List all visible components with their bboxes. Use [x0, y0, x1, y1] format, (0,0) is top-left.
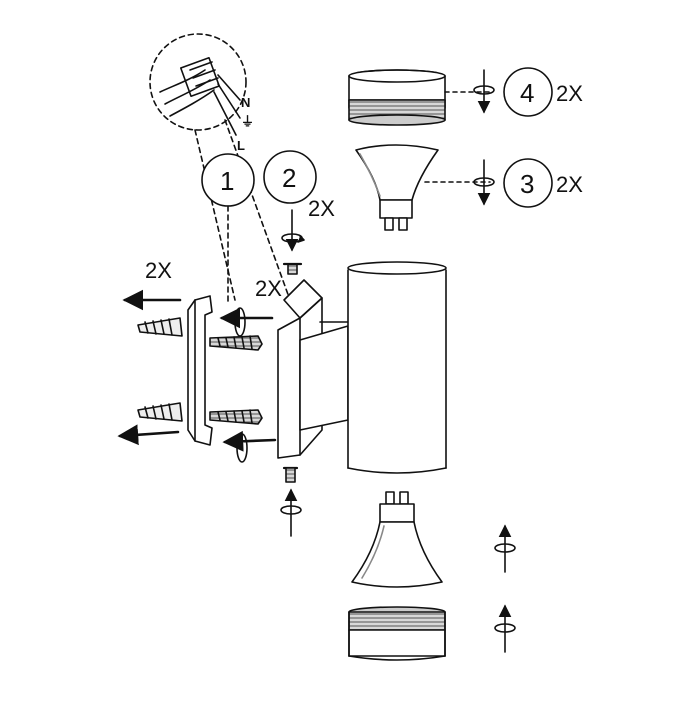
wall-bracket [187, 295, 213, 446]
svg-text:2: 2 [282, 163, 296, 193]
step-4-up-rotate-icon [494, 604, 516, 653]
screw-icon [285, 467, 296, 483]
step-badge-2: 2 [263, 150, 317, 204]
screw-icon [287, 263, 298, 275]
wire-live [213, 91, 237, 136]
lamp-cylinder [347, 261, 447, 474]
wall-plug-top [137, 317, 183, 337]
gu10-bulb-bottom [351, 491, 443, 588]
wall-screw-top [209, 335, 263, 351]
wire [169, 89, 215, 117]
lamp-mount-plate [277, 279, 361, 459]
step-4-multiplier: 2X [556, 81, 583, 106]
wire [164, 79, 211, 105]
step-badge-1: 1 [201, 153, 255, 306]
wiring-detail-circle [149, 33, 247, 131]
wire-neutral [217, 74, 241, 101]
screw-rotate-icons [234, 307, 248, 463]
wall-screw-bottom [209, 409, 263, 425]
live-label: L [237, 138, 245, 153]
step-3-multiplier: 2X [556, 172, 583, 197]
wire [159, 69, 206, 93]
wire-earth [217, 83, 241, 119]
step-3-up-rotate-icon [494, 524, 516, 573]
neutral-label: N [241, 95, 250, 110]
svg-text:1: 1 [220, 166, 234, 196]
step-4-rotate-icon [473, 69, 495, 114]
earth-label: ⏚ [241, 114, 254, 129]
side-screw-multiplier: 2X [255, 276, 282, 301]
terminal-block-icon [179, 56, 221, 98]
bottom-screw [280, 466, 302, 537]
step-badge-3: 3 [503, 158, 553, 208]
gu10-bulb-top [355, 144, 439, 231]
rotate-arrow-icon [280, 505, 302, 515]
svg-text:3: 3 [520, 169, 534, 199]
top-screw [281, 209, 305, 275]
step-3-rotate-icon [473, 159, 495, 206]
lens-ring-bottom [348, 606, 446, 661]
wall-plug-bottom [137, 402, 183, 422]
left-arrow-icon [222, 430, 277, 452]
svg-text:4: 4 [520, 78, 534, 108]
step-badge-4: 4 [503, 67, 553, 117]
lens-ring-top [348, 69, 446, 126]
bracket-multiplier: 2X [145, 258, 172, 283]
step-2-multiplier: 2X [308, 196, 335, 221]
left-arrow-icon [117, 424, 180, 446]
wiring-detail: N ⏚ L [149, 33, 291, 301]
